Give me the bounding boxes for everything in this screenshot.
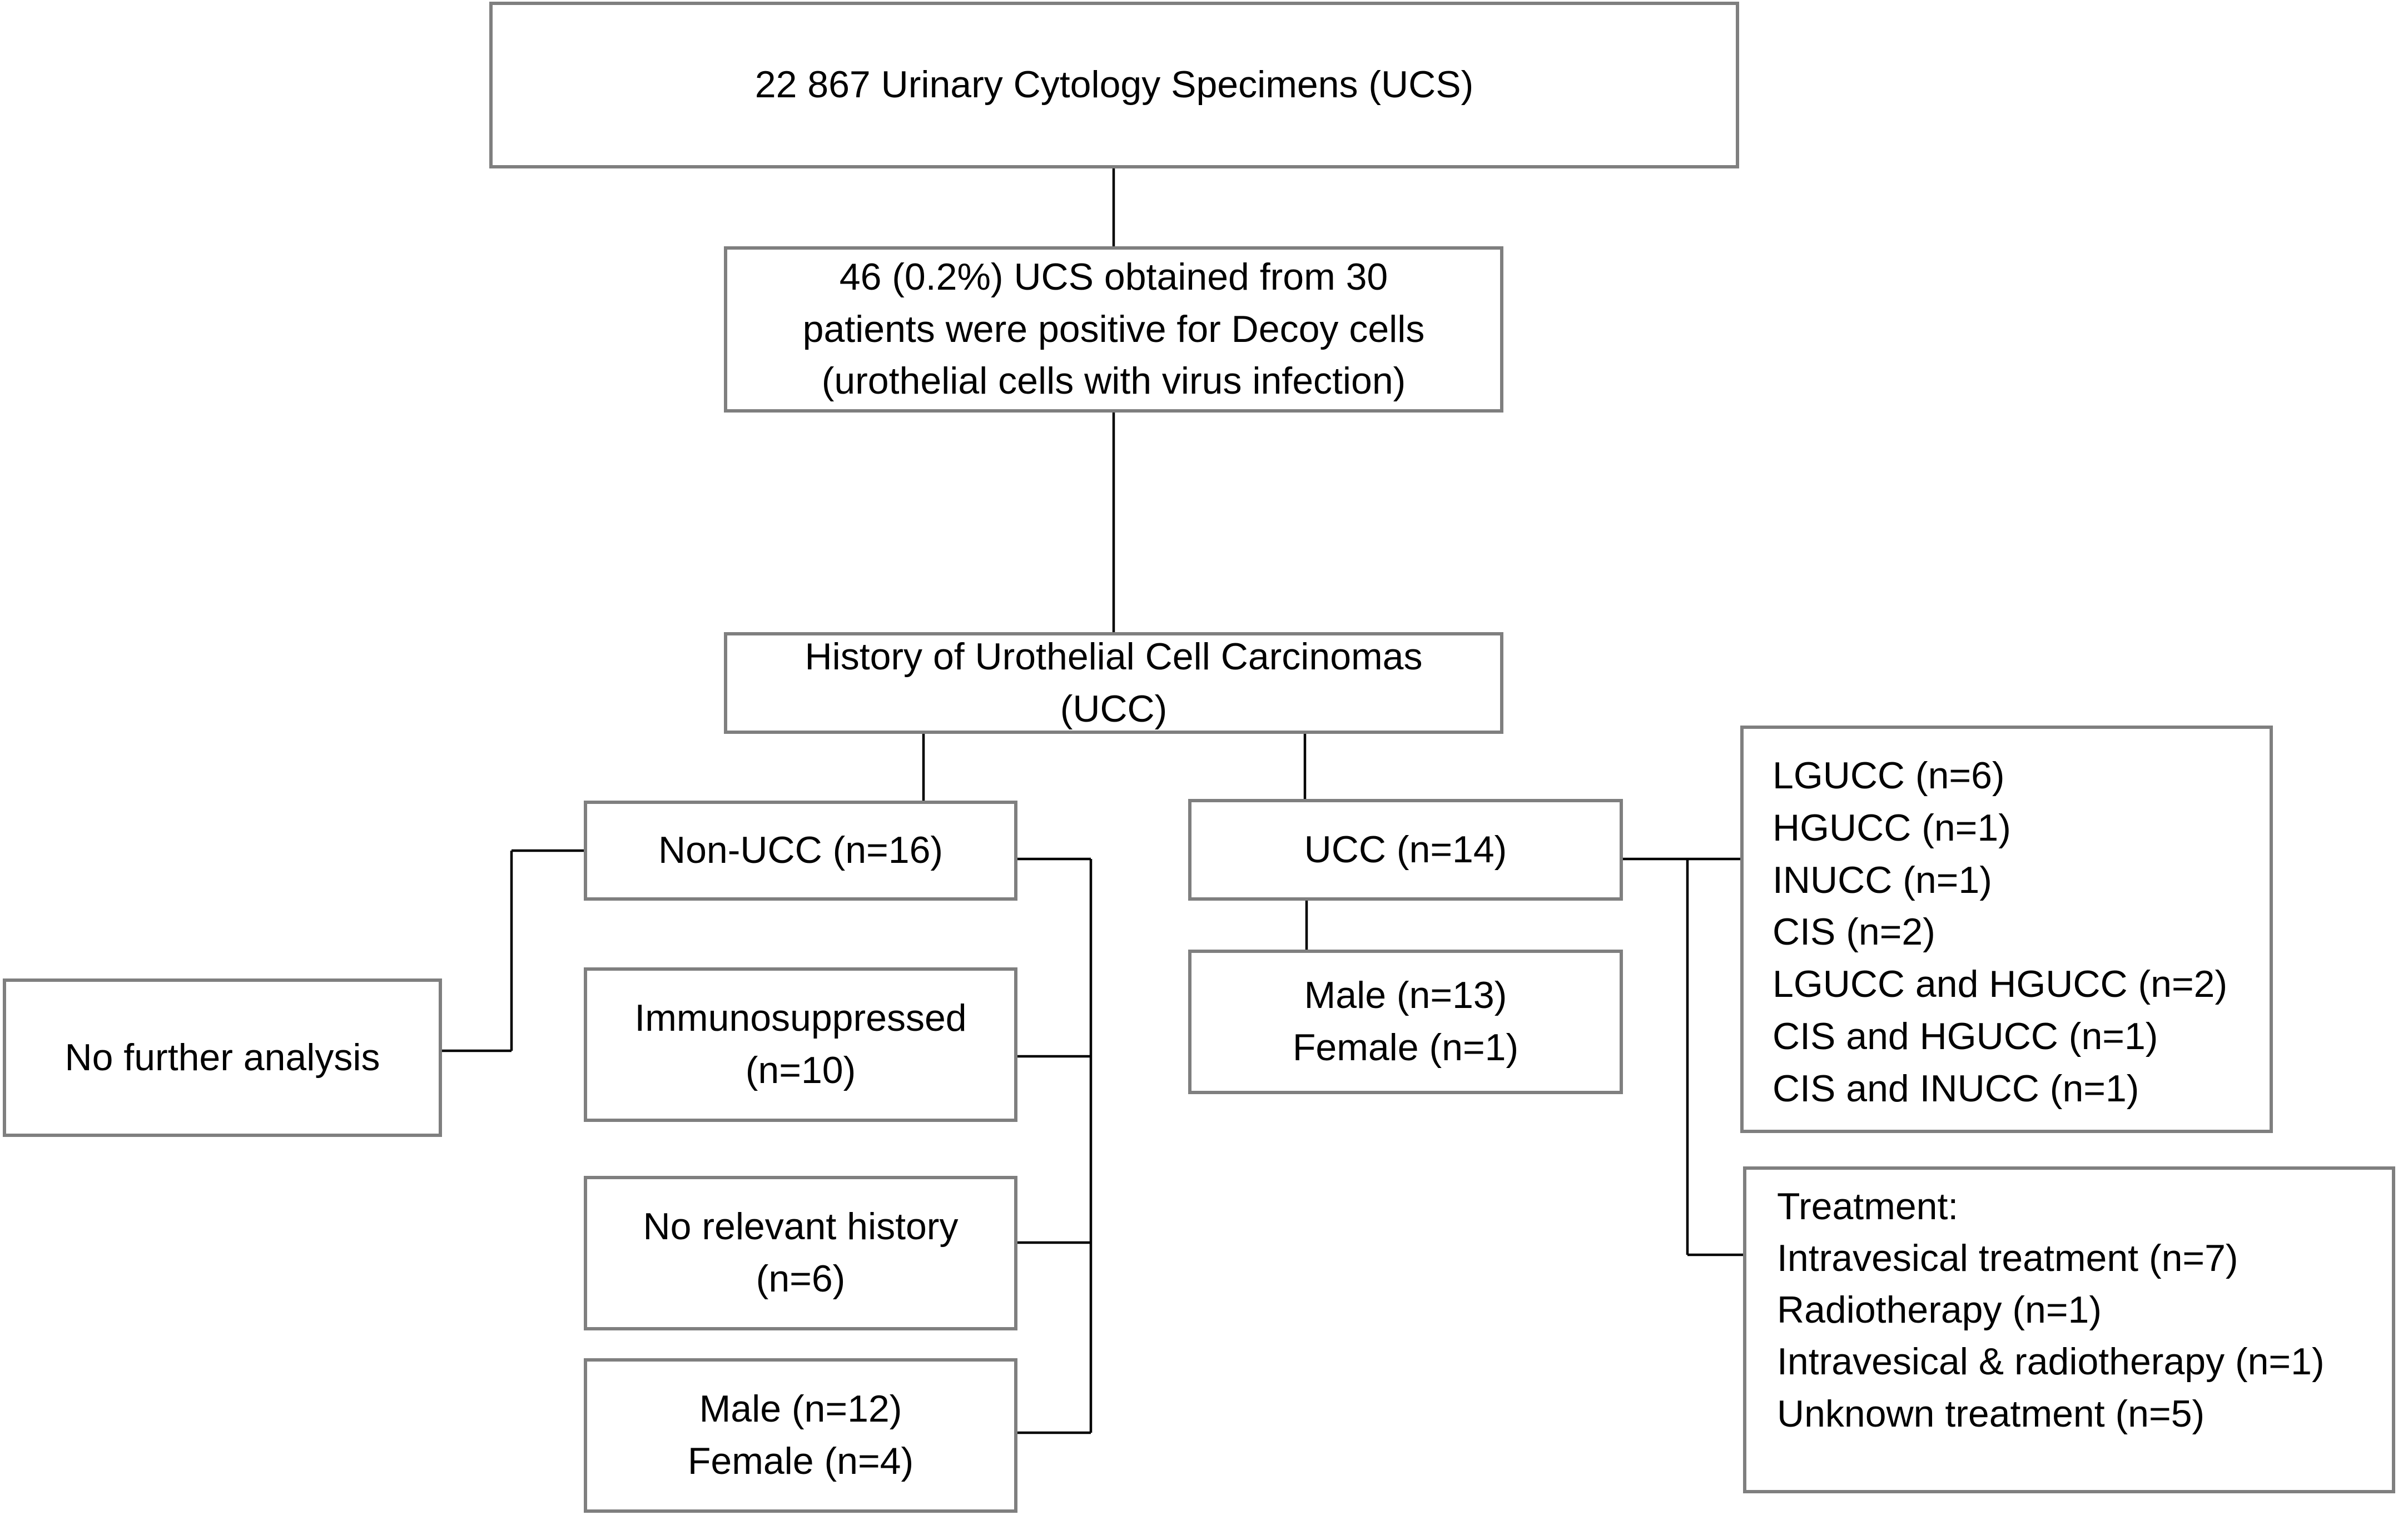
non-ucc-female: Female (n=4) — [687, 1440, 914, 1482]
no-relevant-history-line-1: No relevant history — [643, 1205, 959, 1248]
root-box: 22 867 Urinary Cytology Specimens (UCS) — [489, 2, 1739, 168]
history-line-2: (UCC) — [1060, 687, 1168, 730]
immunosuppressed-box: Immunosuppressed (n=10) — [584, 967, 1017, 1122]
no-further-analysis-box: No further analysis — [3, 978, 442, 1137]
subtype-item: CIS and HGUCC (n=1) — [1773, 1015, 2158, 1058]
subtype-item: LGUCC and HGUCC (n=2) — [1773, 963, 2228, 1006]
subtype-item: HGUCC (n=1) — [1773, 806, 2011, 849]
positive-line-3: (urothelial cells with virus infection) — [821, 360, 1406, 403]
treatment-item: Intravesical & radiotherapy (n=1) — [1777, 1340, 2325, 1383]
non-ucc-sex-box: Male (n=12) Female (n=4) — [584, 1358, 1017, 1513]
immunosuppressed-line-2: (n=10) — [745, 1049, 856, 1091]
subtype-item: CIS and INUCC (n=1) — [1773, 1067, 2139, 1110]
subtype-item: LGUCC (n=6) — [1773, 754, 2005, 797]
non-ucc-label: Non-UCC (n=16) — [658, 829, 944, 872]
ucc-subtypes-box: LGUCC (n=6) HGUCC (n=1) INUCC (n=1) CIS … — [1740, 726, 2273, 1133]
history-box: History of Urothelial Cell Carcinomas (U… — [724, 632, 1503, 734]
positive-line-1: 46 (0.2%) UCS obtained from 30 — [839, 255, 1388, 298]
root-label: 22 867 Urinary Cytology Specimens (UCS) — [754, 63, 1474, 106]
non-ucc-male: Male (n=12) — [699, 1388, 902, 1430]
history-line-1: History of Urothelial Cell Carcinomas — [805, 635, 1423, 678]
subtype-item: CIS (n=2) — [1773, 911, 1935, 953]
no-relevant-history-line-2: (n=6) — [756, 1258, 846, 1300]
treatment-item: Intravesical treatment (n=7) — [1777, 1237, 2238, 1280]
ucc-box: UCC (n=14) — [1188, 799, 1623, 901]
treatment-heading: Treatment: — [1777, 1185, 1959, 1228]
treatment-item: Radiotherapy (n=1) — [1777, 1289, 2102, 1332]
ucc-label: UCC (n=14) — [1304, 828, 1507, 871]
no-relevant-history-box: No relevant history (n=6) — [584, 1176, 1017, 1330]
immunosuppressed-line-1: Immunosuppressed — [634, 997, 967, 1040]
treatment-box: Treatment: Intravesical treatment (n=7) … — [1743, 1166, 2395, 1493]
ucc-female: Female (n=1) — [1292, 1026, 1519, 1069]
positive-box: 46 (0.2%) UCS obtained from 30 patients … — [724, 246, 1503, 413]
subtype-item: INUCC (n=1) — [1773, 858, 1992, 901]
non-ucc-box: Non-UCC (n=16) — [584, 801, 1017, 901]
ucc-sex-box: Male (n=13) Female (n=1) — [1188, 950, 1623, 1094]
positive-line-2: patients were positive for Decoy cells — [802, 307, 1425, 350]
no-further-analysis-label: No further analysis — [64, 1036, 380, 1079]
ucc-male: Male (n=13) — [1304, 974, 1507, 1017]
treatment-item: Unknown treatment (n=5) — [1777, 1392, 2205, 1435]
